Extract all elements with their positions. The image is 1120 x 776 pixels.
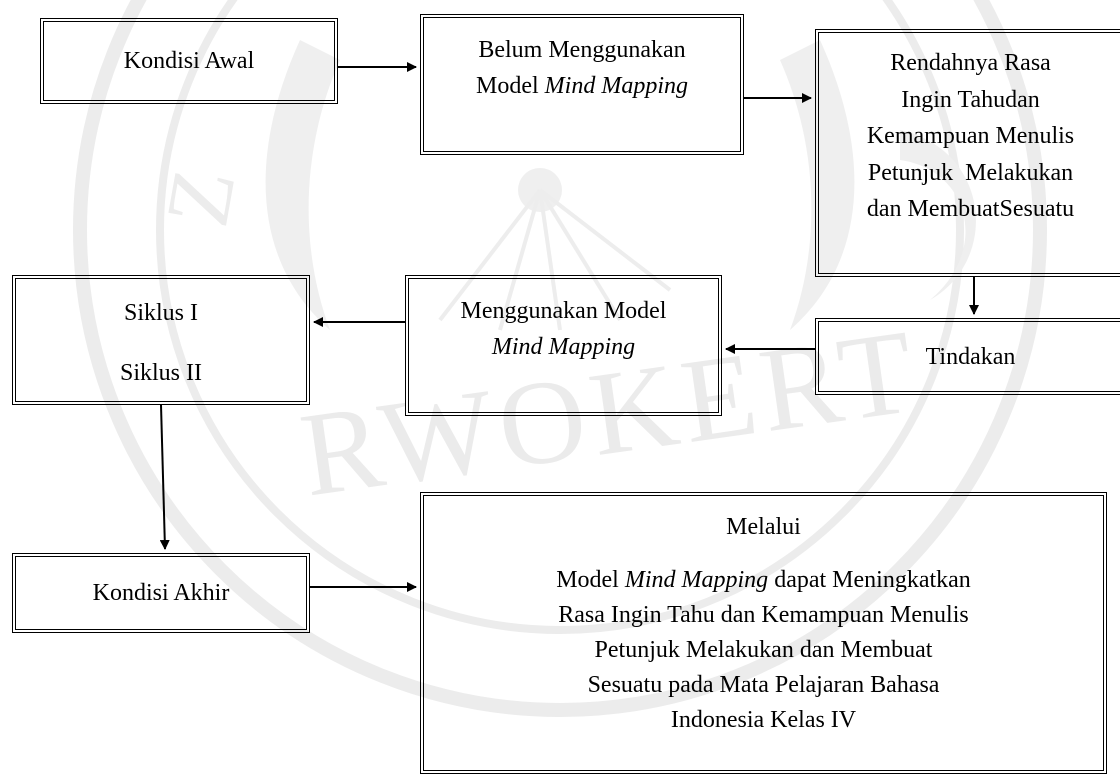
node-menggunakan-line2-italic: Mind Mapping bbox=[491, 334, 636, 360]
node-melalui-line2: Rasa Ingin Tahu dan Kemampuan Menulis bbox=[558, 602, 969, 628]
node-tindakan-label: Tindakan bbox=[925, 343, 1016, 370]
node-melalui-line1-b: dapat Meningkatkan bbox=[768, 567, 971, 593]
node-menggunakan-line1: Menggunakan Model bbox=[460, 298, 667, 324]
node-melalui-heading: Melalui bbox=[726, 514, 801, 540]
node-melalui-line1-italic: Mind Mapping bbox=[624, 567, 769, 593]
node-melalui-line4: Sesuatu pada Mata Pelajaran Bahasa bbox=[587, 672, 940, 698]
node-tindakan: Tindakan bbox=[815, 318, 1120, 395]
node-rendahnya-rasa: Rendahnya Rasa Ingin Tahudan Kemampuan M… bbox=[815, 29, 1120, 277]
node-kondisi-akhir-label: Kondisi Akhir bbox=[92, 580, 230, 606]
node-belum-line2-plain: Model bbox=[476, 73, 545, 99]
node-kondisi-awal: Kondisi Awal bbox=[40, 18, 338, 104]
node-menggunakan-line2: Mind Mapping bbox=[492, 329, 635, 365]
node-siklus: Siklus I Siklus II bbox=[12, 275, 310, 405]
node-rendahnya-line2: Ingin Tahudan bbox=[901, 86, 1040, 113]
node-siklus-line1: Siklus I bbox=[123, 300, 198, 326]
node-belum-line1: Belum Menggunakan bbox=[478, 37, 686, 63]
node-kondisi-akhir: Kondisi Akhir bbox=[12, 553, 310, 633]
node-melalui-line1-a: Model bbox=[556, 567, 625, 593]
node-rendahnya-line5: dan MembuatSesuatu bbox=[866, 196, 1075, 222]
node-melalui-line3: Petunjuk Melakukan dan Membuat bbox=[594, 637, 933, 663]
node-siklus-line2: Siklus II bbox=[119, 360, 202, 386]
node-rendahnya-line3: Kemampuan Menulis bbox=[866, 123, 1075, 149]
node-belum-menggunakan: Belum Menggunakan Model Mind Mapping bbox=[420, 14, 744, 155]
node-kondisi-awal-label: Kondisi Awal bbox=[123, 48, 255, 74]
node-melalui-line5: Indonesia Kelas IV bbox=[670, 707, 857, 733]
node-melalui-line1: Model Mind Mapping dapat Meningkatkan bbox=[556, 563, 971, 598]
node-belum-line2: Model Mind Mapping bbox=[476, 68, 688, 104]
node-belum-line2-italic: Mind Mapping bbox=[544, 73, 688, 99]
node-melalui: Melalui Model Mind Mapping dapat Meningk… bbox=[420, 492, 1107, 774]
node-rendahnya-line1: Rendahnya Rasa bbox=[890, 50, 1051, 76]
node-menggunakan-model: Menggunakan Model Mind Mapping bbox=[405, 275, 722, 416]
node-rendahnya-line4: Petunjuk Melakukan bbox=[867, 159, 1074, 186]
